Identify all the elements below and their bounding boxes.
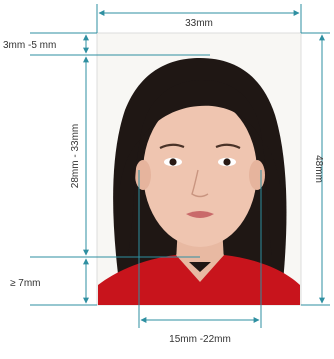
top-margin-label: 3mm -5 mm <box>3 40 56 51</box>
left-eyebrow <box>159 143 185 149</box>
portrait-photo <box>96 32 302 306</box>
hair-side-right <box>262 140 283 255</box>
left-ear <box>135 160 151 190</box>
dimension-lines <box>30 4 330 328</box>
lips <box>186 211 214 218</box>
hair-fringe <box>140 80 262 140</box>
left-pupil <box>169 158 177 166</box>
height-label: 48mm <box>313 155 324 183</box>
head-height-label: 28mm - 33mm <box>70 124 81 188</box>
nose <box>191 169 209 198</box>
face-width-label: 15mm -22mm <box>169 334 231 345</box>
face <box>143 97 257 247</box>
width-label: 33mm <box>185 18 213 29</box>
right-ear <box>249 160 265 190</box>
bottom-margin-label: ≥ 7mm <box>10 278 41 289</box>
right-pupil <box>223 158 231 166</box>
shirt-collar <box>176 252 224 282</box>
hair-side-left <box>117 140 140 255</box>
right-eyebrow <box>215 143 241 149</box>
